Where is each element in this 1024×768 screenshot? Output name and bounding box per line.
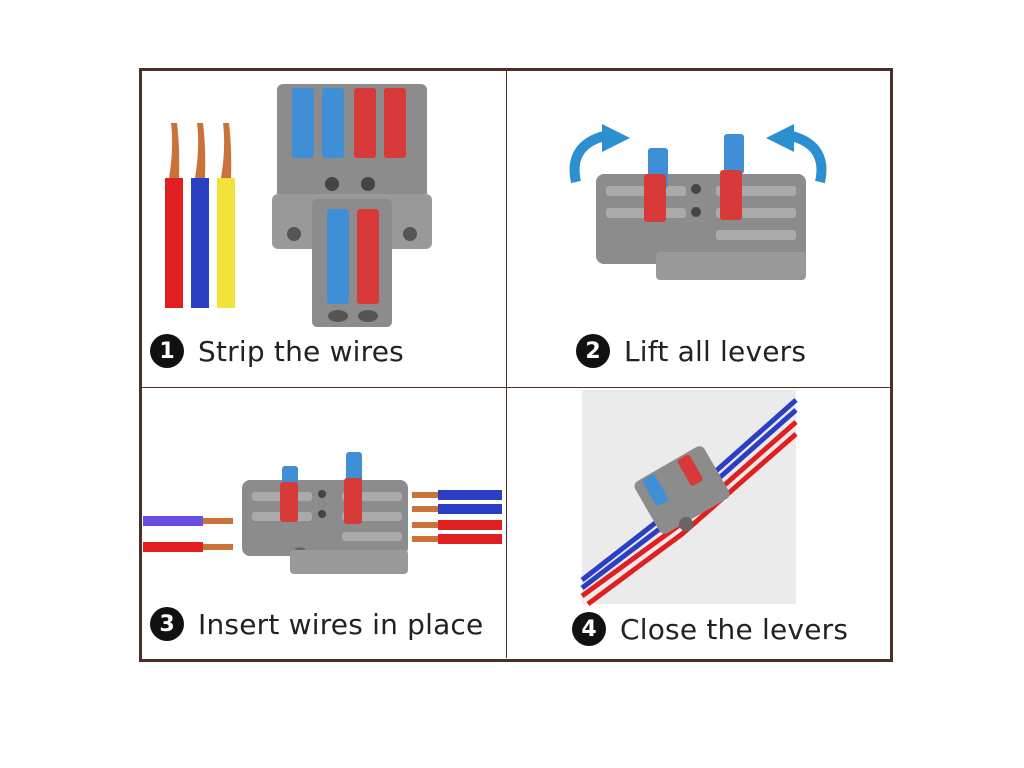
stripped-wires-illustration [165, 123, 235, 308]
wires-left-illustration [143, 516, 233, 552]
step-2-badge: 2 [576, 334, 610, 368]
step-4-badge: 4 [572, 612, 606, 646]
connector-levers-open-small [242, 452, 408, 574]
step-4-label: Close the levers [620, 612, 849, 646]
step-1-caption: 1 Strip the wires [150, 334, 404, 368]
step-3-caption: 3 Insert wires in place [150, 607, 483, 641]
step-2-caption: 2 Lift all levers [576, 334, 806, 368]
step-2-label: Lift all levers [624, 334, 807, 368]
grid-divider-vertical [506, 70, 507, 658]
connector-top-view [272, 84, 432, 327]
step-3-label: Insert wires in place [198, 607, 484, 641]
connector-levers-open [596, 134, 806, 280]
wires-right-illustration [412, 490, 502, 544]
step-1-badge: 1 [150, 334, 184, 368]
step-4-caption: 4 Close the levers [572, 612, 848, 646]
step-1-label: Strip the wires [198, 334, 404, 368]
grid-divider-horizontal [140, 387, 890, 388]
connected-wires-photo [580, 390, 798, 607]
lift-arrow-right-icon [766, 124, 827, 184]
step-3-badge: 3 [150, 607, 184, 641]
lift-arrow-left-icon [569, 124, 630, 184]
